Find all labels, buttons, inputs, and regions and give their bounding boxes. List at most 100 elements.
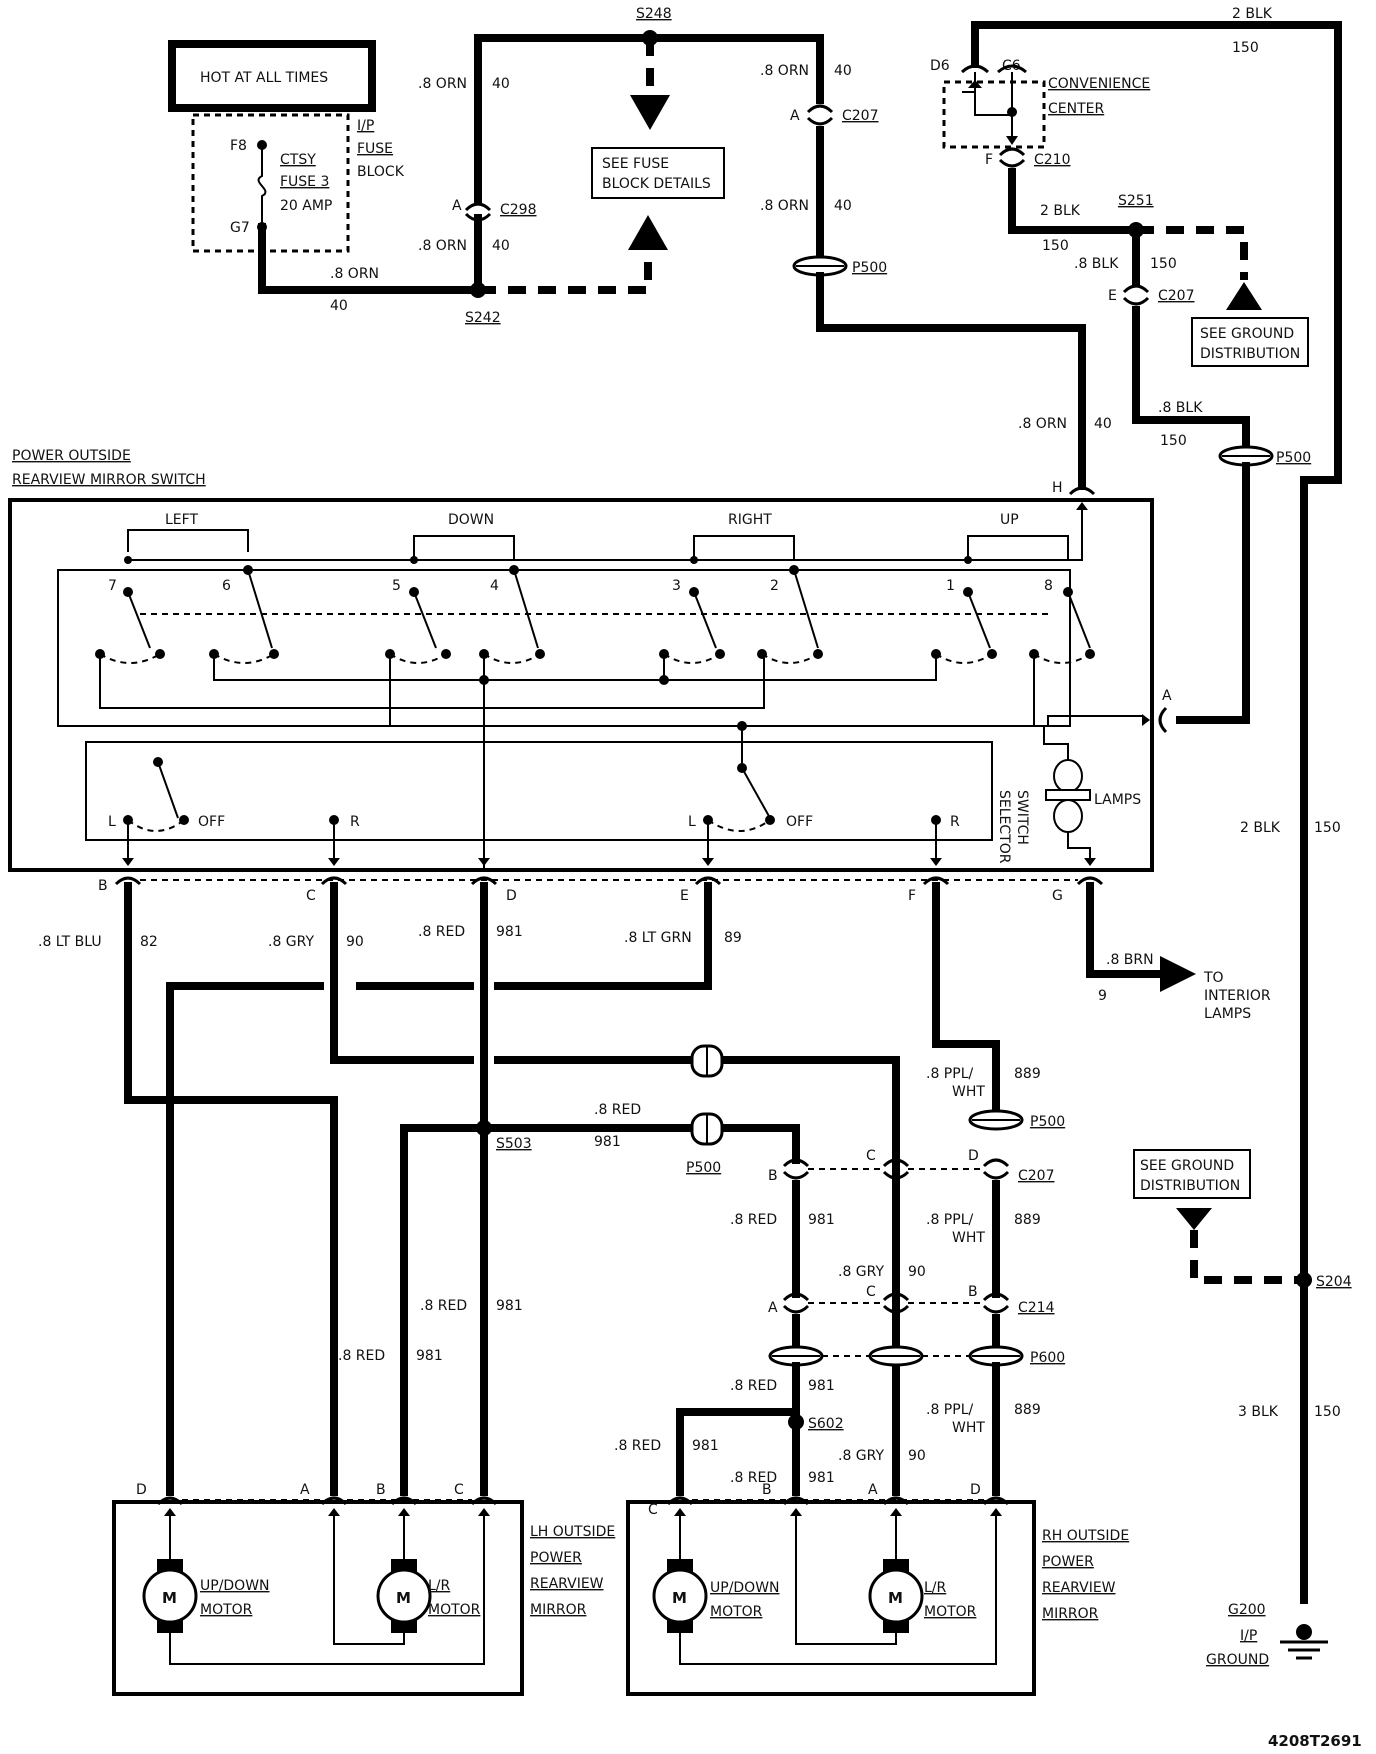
wire-label-orn-3: .8 ORN	[418, 238, 467, 254]
to-interior-1: TO	[1203, 970, 1224, 986]
selector-label-1: SELECTOR	[996, 790, 1012, 864]
wire-label-red-4: .8 RED	[338, 1348, 385, 1364]
p600-label: P600	[1030, 1350, 1065, 1366]
lh-pin-b: B	[376, 1482, 386, 1498]
pin-f8: F8	[230, 138, 247, 154]
rh-mirror-internal	[674, 1508, 1002, 1665]
wire-label-3blk: 3 BLK	[1238, 1404, 1279, 1420]
connector-c298-top	[464, 202, 492, 212]
switch-pin-f: F	[908, 888, 916, 904]
wire-label-150-p500: 150	[1160, 433, 1187, 449]
lh-title-3: REARVIEW	[530, 1576, 604, 1592]
ground-g200-node	[1296, 1624, 1312, 1640]
c207-rh-row	[782, 1158, 1010, 1180]
wire-label-gry: .8 GRY	[268, 934, 314, 950]
bracket-left	[127, 529, 249, 552]
switch-interconnects	[99, 654, 1142, 868]
wire-label-orn-6: .8 ORN	[1018, 416, 1067, 432]
wire-blk-c207-p500	[1132, 306, 1250, 450]
switch-contacts-lower	[95, 649, 1095, 664]
wire-label-red-3: .8 RED	[420, 1298, 467, 1314]
convenience-label-1: CONVENIENCE	[1048, 76, 1150, 92]
selector-switch-box	[85, 741, 993, 841]
label-right: RIGHT	[728, 512, 772, 528]
lh-pin-c: C	[454, 1482, 464, 1498]
wire-label-red-7: .8 RED	[614, 1438, 661, 1454]
wire-label-red-1: .8 RED	[418, 924, 465, 940]
rh-pin-a: A	[868, 1482, 878, 1498]
conv-d6: D6	[930, 58, 950, 74]
c207-label-e: C207	[1158, 288, 1195, 304]
wire-label-ppl-3: .8 PPL/	[926, 1402, 973, 1418]
wire-label-gry-2: .8 GRY	[838, 1264, 884, 1280]
dashed-s251-ground	[1136, 226, 1248, 280]
wire-label-wht-3: WHT	[952, 1420, 985, 1436]
c210-pin-f: F	[985, 152, 993, 168]
wire-label-82: 82	[140, 934, 158, 950]
wire-label-981-5: 981	[808, 1212, 835, 1228]
wire-red-to-rh	[480, 1124, 800, 1164]
connector-c207-e-top	[1122, 284, 1150, 294]
wire-blk-c210-s251	[1008, 168, 1140, 234]
ground-label: GROUND	[1206, 1652, 1269, 1668]
rh-title-2: POWER	[1042, 1554, 1094, 1570]
wire-label-150-c207: 150	[1150, 256, 1177, 272]
fuse-block-outline	[191, 113, 350, 253]
rh-mirror-connectors	[666, 1496, 1010, 1506]
wire-label-ltgrn: .8 LT GRN	[624, 930, 692, 946]
splice-s602	[788, 1414, 804, 1430]
wire-label-red-8: .8 RED	[730, 1470, 777, 1486]
p500-grommets-mid	[690, 1044, 724, 1146]
rh-motor-1-label-1: UP/DOWN	[710, 1580, 780, 1596]
rh-title-1: RH OUTSIDE	[1042, 1528, 1129, 1544]
see-ground-2b: DISTRIBUTION	[1140, 1178, 1240, 1194]
c298-label: C298	[500, 202, 537, 218]
rh-motor-2-label-1: L/R	[924, 1580, 947, 1596]
wire-red-lh-lr	[400, 1124, 488, 1496]
wire-label-2blk-low: 2 BLK	[1240, 820, 1281, 836]
wire-red-rh-ud	[676, 1408, 800, 1496]
wire-label-red-5: .8 RED	[730, 1212, 777, 1228]
switch-output-arrows	[122, 820, 1096, 866]
conv-node	[1007, 107, 1017, 117]
wire-label-orn-5: .8 ORN	[760, 198, 809, 214]
connector-a	[1158, 706, 1168, 734]
wire-label-89: 89	[724, 930, 742, 946]
wire-label-981-8: 981	[808, 1470, 835, 1486]
lh-title-1: LH OUTSIDE	[530, 1524, 615, 1540]
bus-node-2	[410, 556, 418, 564]
wire-label-40-2: 40	[492, 76, 510, 92]
contact-8: 8	[1044, 578, 1053, 594]
convenience-center-outline	[942, 80, 1046, 149]
conv-arrow-1	[968, 80, 982, 88]
wire-label-981-6: 981	[808, 1378, 835, 1394]
to-interior-2: INTERIOR	[1204, 988, 1271, 1004]
c214-pin-b: B	[968, 1284, 978, 1300]
wire-label-orn-4: .8 ORN	[760, 63, 809, 79]
splice-s602-label: S602	[808, 1416, 844, 1432]
wire-label-150-low: 150	[1314, 820, 1341, 836]
rh-motor-1-m: M	[672, 1589, 687, 1607]
bracket-down	[413, 535, 515, 560]
ground-arrow-up-icon	[1226, 282, 1262, 310]
sel-l-1: L	[108, 814, 116, 830]
switch-title-2: REARVIEW MIRROR SWITCH	[12, 472, 206, 488]
sel-off-1: OFF	[198, 814, 225, 830]
figure-id: 4208T2691	[1268, 1732, 1362, 1750]
lh-motor-1-label-1: UP/DOWN	[200, 1578, 270, 1594]
switch-pin-a: A	[1162, 688, 1172, 704]
lamps-label: LAMPS	[1094, 792, 1141, 808]
wire-label-red-6: .8 RED	[730, 1378, 777, 1394]
fuse-name-1: CTSY	[280, 152, 316, 168]
wire-label-40: 40	[330, 298, 348, 314]
ground-symbol-icon	[1280, 1640, 1328, 1660]
p600-row	[768, 1345, 1024, 1367]
c210-label: C210	[1034, 152, 1071, 168]
dashed-ground-s204	[1190, 1230, 1304, 1284]
label-left: LEFT	[165, 512, 198, 528]
conv-arrow-2	[1006, 136, 1018, 145]
wire-label-150-mid: 150	[1042, 238, 1069, 254]
connector-d6	[960, 64, 990, 74]
ground-arrow-down-icon	[1176, 1208, 1212, 1230]
lh-mirror-box	[112, 1500, 524, 1696]
